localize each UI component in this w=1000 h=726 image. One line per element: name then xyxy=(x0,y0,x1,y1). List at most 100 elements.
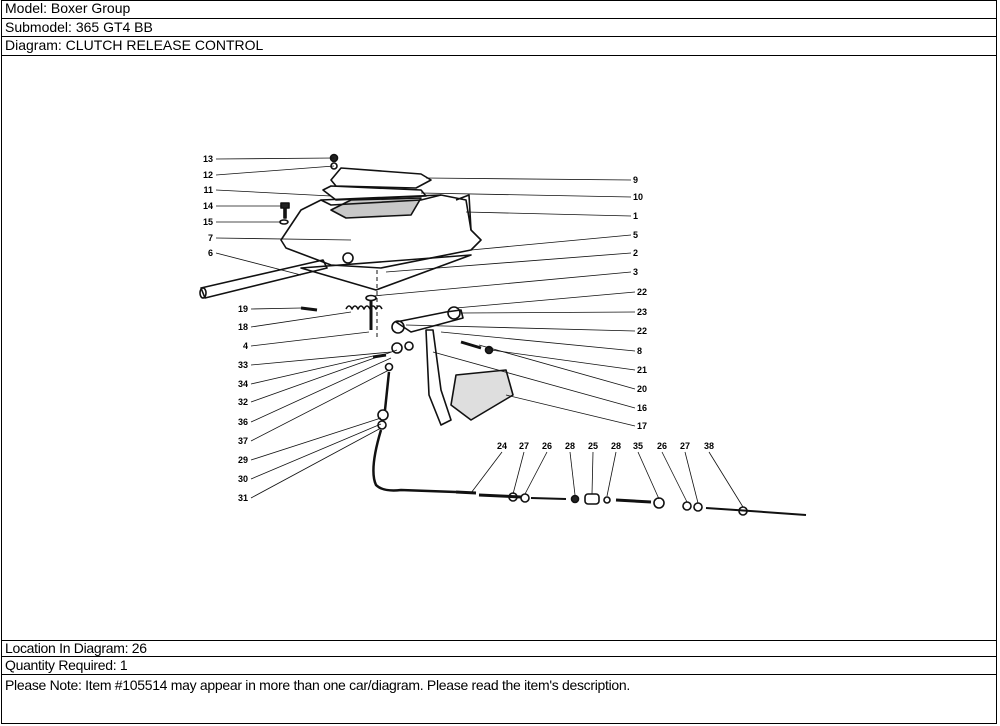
callout-number: 22 xyxy=(637,287,647,297)
callout-number: 37 xyxy=(238,436,248,446)
callout-leader xyxy=(250,331,370,347)
callout-leader xyxy=(420,192,632,198)
callout-number: 18 xyxy=(238,322,248,332)
callout-leader xyxy=(215,252,302,276)
pedal-pad xyxy=(450,369,514,421)
callout-leader xyxy=(250,311,352,328)
location-row: Location In Diagram: 26 xyxy=(1,640,997,657)
callout-number: 6 xyxy=(208,248,213,258)
callout-number: 21 xyxy=(637,365,647,375)
callout-number: 38 xyxy=(704,441,714,451)
submodel-row: Submodel: 365 GT4 BB xyxy=(1,19,997,37)
callout-number: 12 xyxy=(203,170,213,180)
callout-leader xyxy=(569,451,576,496)
callout-leader xyxy=(250,351,392,366)
callout-number: 35 xyxy=(633,441,643,451)
callout-number: 31 xyxy=(238,493,248,503)
callout-number: 25 xyxy=(588,441,598,451)
callout-leader xyxy=(637,451,660,500)
callout-number: 5 xyxy=(633,230,638,240)
callout-number: 23 xyxy=(637,307,647,317)
callout-number: 9 xyxy=(633,175,638,185)
callout-leader xyxy=(524,451,548,495)
callout-leader xyxy=(440,331,636,352)
model-row: Model: Boxer Group xyxy=(1,0,997,19)
quantity-row: Quantity Required: 1 xyxy=(1,657,997,675)
callout-leader xyxy=(250,357,392,423)
base-plate xyxy=(300,254,472,291)
callout-number: 13 xyxy=(203,154,213,164)
callout-leader xyxy=(250,423,382,480)
callout-leader xyxy=(684,451,699,504)
callout-number: 17 xyxy=(637,421,647,431)
callout-leader xyxy=(250,355,374,385)
callout-number: 29 xyxy=(238,455,248,465)
cover-plate xyxy=(330,167,432,189)
callout-labels: 1312111415761918433343236372930319101523… xyxy=(203,154,744,508)
callout-leader xyxy=(505,394,636,427)
callout-number: 26 xyxy=(657,441,667,451)
callout-leader xyxy=(215,157,335,160)
callout-leader xyxy=(215,165,335,176)
callout-number: 1 xyxy=(633,211,638,221)
callout-leader xyxy=(470,234,632,251)
callout-leader xyxy=(591,451,594,495)
callout-number: 3 xyxy=(633,267,638,277)
shaft-rod xyxy=(200,259,328,299)
callout-leader xyxy=(250,369,390,442)
callout-number: 28 xyxy=(565,441,575,451)
callout-number: 28 xyxy=(611,441,621,451)
pedal-arm xyxy=(425,329,452,426)
callout-number: 30 xyxy=(238,474,248,484)
callout-number: 34 xyxy=(238,379,248,389)
callout-number: 27 xyxy=(680,441,690,451)
callout-leader xyxy=(465,211,632,217)
callout-leader xyxy=(250,417,382,461)
callout-leader xyxy=(490,349,636,371)
diagram-artwork xyxy=(199,153,807,516)
callout-leader xyxy=(470,451,503,494)
callout-number: 8 xyxy=(637,346,642,356)
callout-number: 7 xyxy=(208,233,213,243)
clutch-cable xyxy=(372,429,457,494)
callout-number: 11 xyxy=(203,185,213,195)
callout-number: 14 xyxy=(203,201,213,211)
callout-leader xyxy=(405,324,636,332)
callout-number: 19 xyxy=(238,304,248,314)
callout-leader xyxy=(250,427,382,499)
callout-leader xyxy=(385,252,632,273)
callout-leader xyxy=(250,349,398,403)
callout-number: 22 xyxy=(637,326,647,336)
callout-leader xyxy=(661,451,688,503)
pedal-pivot xyxy=(395,309,464,333)
callout-number: 10 xyxy=(633,192,643,202)
clutch-release-diagram: 1312111415761918433343236372930319101523… xyxy=(199,153,807,516)
callout-leader xyxy=(512,451,525,495)
callout-number: 32 xyxy=(238,397,248,407)
note-row: Please Note: Item #105514 may appear in … xyxy=(5,677,630,693)
callout-leader xyxy=(372,271,632,297)
callout-leader xyxy=(708,451,744,508)
callout-leader xyxy=(425,177,632,181)
callout-leader xyxy=(250,307,302,310)
callout-number: 26 xyxy=(542,441,552,451)
callout-number: 36 xyxy=(238,417,248,427)
callout-leader xyxy=(455,291,636,309)
spring xyxy=(345,305,383,310)
callout-leader xyxy=(215,237,352,241)
callout-number: 24 xyxy=(497,441,507,451)
diagram-title-row: Diagram: CLUTCH RELEASE CONTROL xyxy=(1,37,997,56)
callout-leader xyxy=(432,351,636,409)
callout-number: 2 xyxy=(633,248,638,258)
callout-leader xyxy=(606,451,617,497)
callout-number: 33 xyxy=(238,360,248,370)
callout-number: 16 xyxy=(637,403,647,413)
callout-number: 4 xyxy=(243,341,248,351)
callout-leader xyxy=(478,344,636,390)
callout-leader xyxy=(215,189,332,197)
callout-leader xyxy=(460,311,636,314)
callout-number: 20 xyxy=(637,384,647,394)
callout-number: 15 xyxy=(203,217,213,227)
